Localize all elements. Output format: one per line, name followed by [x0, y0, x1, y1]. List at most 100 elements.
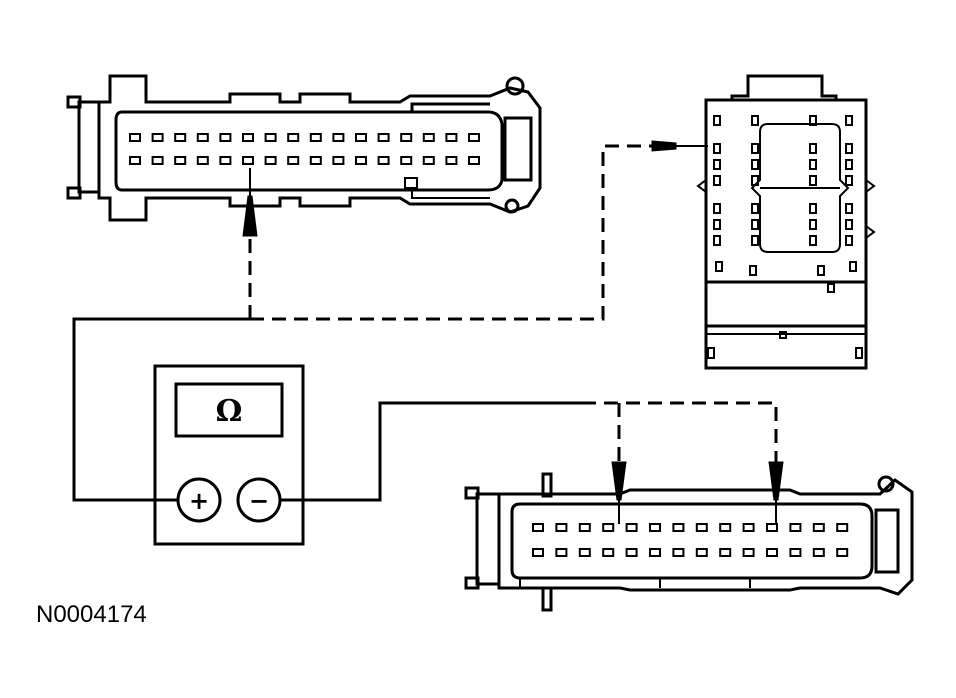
pin-cavity: [422, 156, 435, 165]
pin-cavity: [377, 133, 390, 142]
pin-cavity: [445, 156, 458, 165]
pin-cavity: [719, 523, 732, 532]
ohm-symbol: Ω: [216, 394, 243, 429]
pin-cavity: [809, 143, 817, 154]
pin-cavity: [625, 548, 638, 557]
pin-cavity: [751, 175, 759, 186]
pin-cavity: [468, 156, 480, 165]
connector-top-left: [66, 74, 542, 222]
pin-cavity: [836, 548, 849, 557]
connector-bottom-right-pins: [532, 523, 849, 557]
pin-cavity: [713, 175, 721, 186]
pin-cavity: [845, 203, 853, 214]
pin-cavity: [422, 133, 435, 142]
pin-cavity: [749, 265, 757, 276]
pin-cavity: [845, 175, 853, 186]
pin-cavity: [219, 156, 232, 165]
pin-cavity: [468, 133, 480, 142]
pin-cavity: [602, 548, 615, 557]
pin-cavity: [751, 203, 759, 214]
connector-top-right: [696, 74, 876, 370]
pin-cavity: [196, 156, 209, 165]
pin-cavity: [196, 133, 209, 142]
probe-top-right: [651, 140, 708, 152]
pin-cavity: [377, 156, 390, 165]
pin-cavity: [713, 203, 721, 214]
ohmmeter: Ω + −: [153, 364, 305, 546]
pin-cavity: [242, 133, 254, 142]
pin-cavity: [532, 523, 544, 532]
pin-cavity: [174, 133, 187, 142]
probe-top-left: [242, 168, 258, 237]
pin-cavity: [332, 133, 345, 142]
pin-cavity: [845, 219, 853, 230]
pin-cavity: [766, 548, 778, 557]
pin-cavity: [809, 175, 817, 186]
pin-cavity: [845, 115, 853, 126]
pin-cavity: [812, 548, 825, 557]
pin-cavity: [445, 133, 458, 142]
connector-top-left-pins: [129, 133, 480, 165]
pin-cavity: [695, 523, 708, 532]
pin-cavity: [751, 159, 759, 170]
pin-cavity: [812, 523, 825, 532]
pin-cavity: [151, 156, 164, 165]
pin-cavity: [809, 159, 817, 170]
pin-cavity: [242, 156, 254, 165]
pin-cavity: [555, 523, 568, 532]
pin-cavity: [845, 235, 853, 246]
pin-cavity: [151, 133, 164, 142]
probe-bottom-right-a: [611, 461, 627, 524]
pin-cavity: [287, 133, 300, 142]
ohmmeter-display: [174, 382, 284, 438]
pin-cavity: [845, 143, 853, 154]
pin-cavity: [532, 548, 544, 557]
pin-cavity: [845, 159, 853, 170]
pin-cavity: [742, 548, 755, 557]
pin-cavity: [751, 219, 759, 230]
pin-cavity: [766, 523, 778, 532]
pin-cavity: [287, 156, 300, 165]
pin-cavity: [309, 133, 322, 142]
pin-cavity: [672, 523, 685, 532]
pin-cavity: [751, 115, 759, 126]
pin-cavity: [751, 143, 759, 154]
negative-test-lead: [280, 401, 582, 502]
pin-cavity: [713, 235, 721, 246]
pin-cavity: [625, 523, 638, 532]
pin-cavity: [602, 523, 615, 532]
pin-cavity: [264, 133, 277, 142]
pin-cavity: [713, 115, 721, 126]
pin-cavity: [719, 548, 732, 557]
pin-cavity: [578, 548, 591, 557]
pin-cavity: [789, 548, 802, 557]
pin-cavity: [713, 159, 721, 170]
pin-cavity: [578, 523, 591, 532]
figure-id-label: N0004174: [36, 601, 147, 628]
connector-bottom-right: [464, 472, 914, 612]
pin-cavity: [809, 219, 817, 230]
pin-cavity: [715, 261, 723, 272]
connector-top-right-pins: [713, 115, 857, 276]
pin-cavity: [649, 548, 661, 557]
pin-cavity: [555, 548, 568, 557]
pin-cavity: [809, 115, 817, 126]
positive-symbol: +: [189, 487, 209, 515]
pin-cavity: [332, 156, 345, 165]
pin-cavity: [817, 265, 825, 276]
jumper-wire-top-right: [250, 144, 652, 321]
pin-cavity: [649, 523, 661, 532]
pin-cavity: [129, 156, 141, 165]
pin-cavity: [309, 156, 322, 165]
pin-cavity: [672, 548, 685, 557]
pin-cavity: [400, 156, 413, 165]
pin-cavity: [849, 261, 857, 272]
pin-cavity: [809, 203, 817, 214]
pin-cavity: [355, 156, 367, 165]
pin-cavity: [836, 523, 849, 532]
pin-cavity: [809, 235, 817, 246]
pin-cavity: [219, 133, 232, 142]
pin-cavity: [742, 523, 755, 532]
positive-test-lead: [72, 317, 250, 502]
